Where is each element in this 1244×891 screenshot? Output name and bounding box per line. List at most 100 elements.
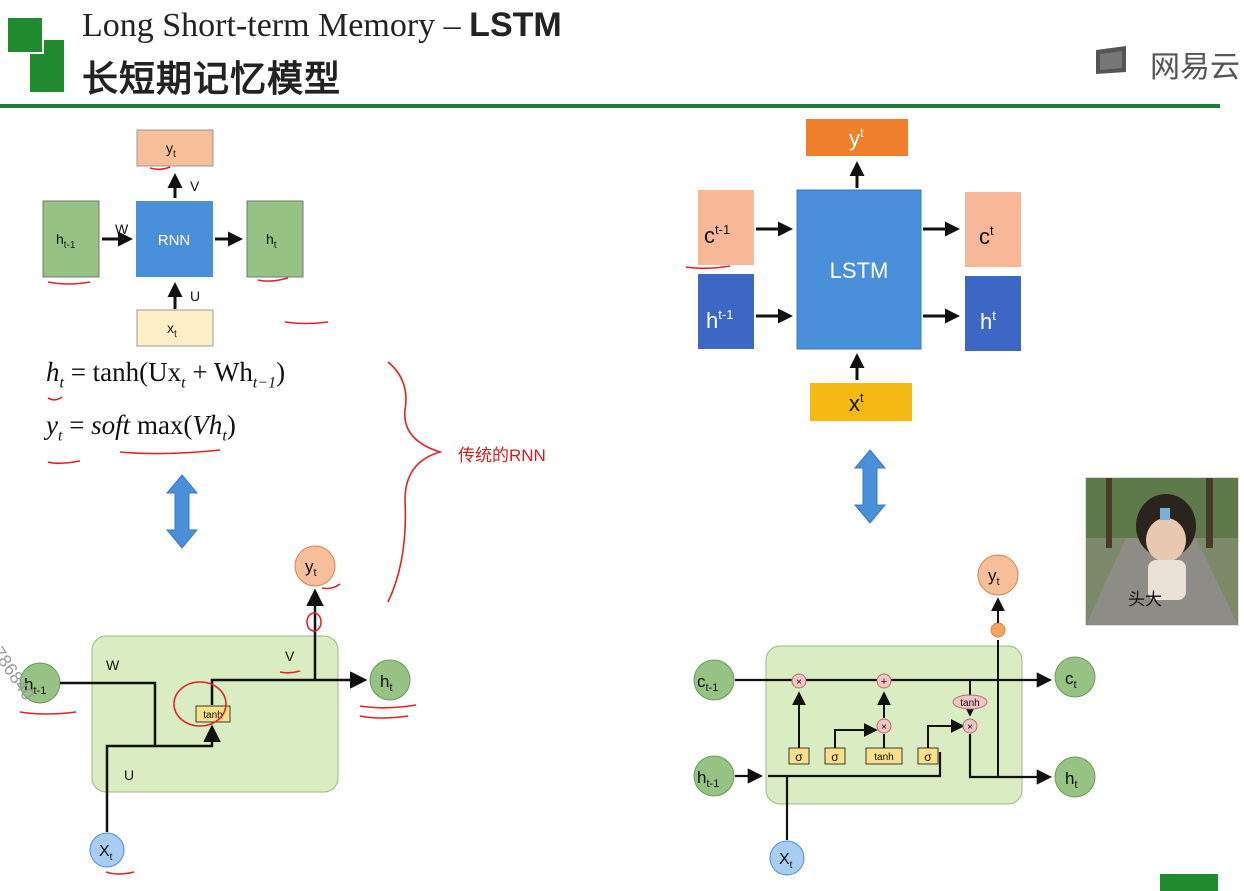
rnn-cell-v-label: V	[285, 648, 295, 664]
right-double-arrow	[853, 449, 887, 524]
rnn-hcur-sub: t	[274, 240, 277, 251]
lstm-cprev-sup: t-1	[715, 222, 730, 237]
traditional-rnn-annotation: 传统的RNN	[458, 446, 546, 465]
lstm-unrolled-cell: yt ct-1 ht-1 ct ht Xt σ σ tanh σ ×	[693, 554, 1096, 876]
output-tanh-node	[952, 694, 988, 710]
rnn-hprev-label: h	[56, 231, 64, 247]
cell-add-label: +	[881, 676, 887, 688]
forget-multiply-label: ×	[796, 677, 802, 688]
rnn-input-label: x	[167, 320, 174, 336]
lstm-cell-hcur-label: h	[1065, 769, 1074, 788]
svg-text:ct: ct	[1065, 669, 1077, 691]
rnn-cell-y-node	[294, 545, 336, 587]
netease-cloud-icon	[1096, 46, 1126, 74]
lstm-cell-body	[765, 645, 1023, 805]
rnn-cell-hprev-sub: t-1	[33, 685, 46, 697]
svg-text:xt: xt	[167, 320, 177, 340]
rnn-output-box	[136, 129, 214, 167]
rnn-cell-hcur-label: h	[380, 672, 389, 691]
lstm-output-box	[806, 119, 908, 156]
f1-lhs: h	[46, 357, 60, 387]
red-marks-cell	[19, 583, 417, 875]
netease-logo-text: 网易云	[1150, 51, 1240, 84]
lstm-cell-x-node	[769, 840, 805, 876]
rnn-cell-hcur-node	[369, 659, 411, 701]
f2-end: )	[226, 410, 236, 440]
lstm-cell-y-sub: t	[997, 576, 1000, 588]
lstm-cell-ccur-label: c	[1065, 669, 1074, 688]
meme-photo	[1085, 477, 1239, 626]
f2-max: max(	[130, 410, 193, 440]
lstm-cell-cprev-sub: t-1	[706, 682, 719, 694]
f1-eq: = tanh(Ux	[63, 357, 182, 387]
rnn-cell-label: RNN	[158, 232, 191, 249]
lstm-block: yt ct-1 ht-1 LSTM ct ht xt	[685, 119, 1021, 421]
f2-lhs: y	[46, 410, 58, 440]
svg-text:ht: ht	[980, 308, 996, 334]
rnn-cell-y-label: y	[305, 557, 314, 576]
svg-text:Xt: Xt	[99, 843, 113, 863]
f2-vh: Vh	[192, 410, 223, 440]
rnn-cell-tanh-label: tanh	[203, 710, 222, 721]
f2-soft: soft	[91, 410, 131, 440]
red-handwritten-marks	[47, 166, 443, 603]
candidate-tanh-label: tanh	[874, 752, 893, 763]
rnn-cell-x-node	[89, 832, 125, 868]
input-multiply-label: ×	[881, 722, 887, 733]
lstm-hprev-box	[698, 274, 754, 349]
rnn-input-sub: t	[174, 329, 177, 340]
lstm-cell-hprev-sub: t-1	[706, 778, 719, 790]
title-en-bold: LSTM	[469, 6, 562, 44]
svg-text:ht-1: ht-1	[697, 768, 719, 790]
lstm-output-label: y	[849, 126, 860, 151]
lstm-input-label: x	[849, 391, 860, 416]
input-gate-label: σ	[831, 750, 839, 764]
lstm-cell-label: LSTM	[830, 258, 889, 283]
formula-output: yt = soft max(Vht)	[46, 410, 236, 445]
header-divider	[0, 104, 1220, 108]
output-gate-label: σ	[924, 750, 932, 764]
forget-gate-label: σ	[795, 750, 803, 764]
rnn-u-label: U	[190, 288, 200, 304]
lstm-cell-hprev-label: h	[697, 768, 706, 787]
title-en-prefix: Long Short-term Memory –	[82, 7, 470, 44]
svg-text:ht-1: ht-1	[56, 231, 76, 251]
rnn-cell-y-sub: t	[314, 567, 317, 579]
lstm-cell-x-sub: t	[790, 860, 793, 871]
formula-hidden-state: ht = tanh(Uxt + Wht−1)	[46, 357, 285, 392]
lstm-output-sup: t	[860, 125, 864, 140]
meme-caption: 头大	[1128, 590, 1162, 609]
svg-text:ct: ct	[979, 223, 994, 249]
cell-add-node	[876, 673, 892, 689]
svg-text:ht-1: ht-1	[706, 307, 733, 333]
forget-gate-box	[788, 747, 810, 765]
rnn-w-label: W	[115, 221, 129, 237]
rnn-hprev-box	[42, 200, 100, 278]
rnn-cell-tanh-box	[195, 705, 231, 723]
output-tanh-label: tanh	[960, 698, 979, 709]
corner-green-block	[1160, 874, 1218, 891]
rnn-hcur-label: h	[266, 231, 274, 247]
svg-text:ct-1: ct-1	[697, 672, 718, 694]
svg-text:ht-1: ht-1	[24, 675, 46, 697]
rnn-cell-w-label: W	[106, 657, 120, 673]
logo-square-small	[44, 40, 64, 54]
lstm-cell-y-label: y	[988, 566, 997, 585]
svg-text:yt: yt	[166, 140, 176, 160]
rnn-output-label: y	[166, 140, 173, 156]
logo-square-bottom	[30, 54, 64, 92]
rnn-v-label: V	[190, 178, 200, 194]
output-multiply-label: ×	[967, 722, 973, 733]
f1-sub1: t	[181, 374, 186, 392]
rnn-input-box	[136, 309, 214, 347]
lstm-ccur-label: c	[979, 224, 990, 249]
lstm-hcur-label: h	[980, 309, 992, 334]
svg-text:yt: yt	[305, 557, 317, 579]
svg-text:ht: ht	[380, 672, 393, 694]
svg-text:Xt: Xt	[779, 851, 793, 871]
rnn-cell-x-sub: t	[110, 852, 113, 863]
output-multiply-node	[962, 718, 978, 734]
f2-lhs-sub: t	[57, 427, 63, 445]
lstm-cell-hcur-node	[1054, 756, 1096, 798]
lstm-input-sup: t	[860, 390, 864, 405]
